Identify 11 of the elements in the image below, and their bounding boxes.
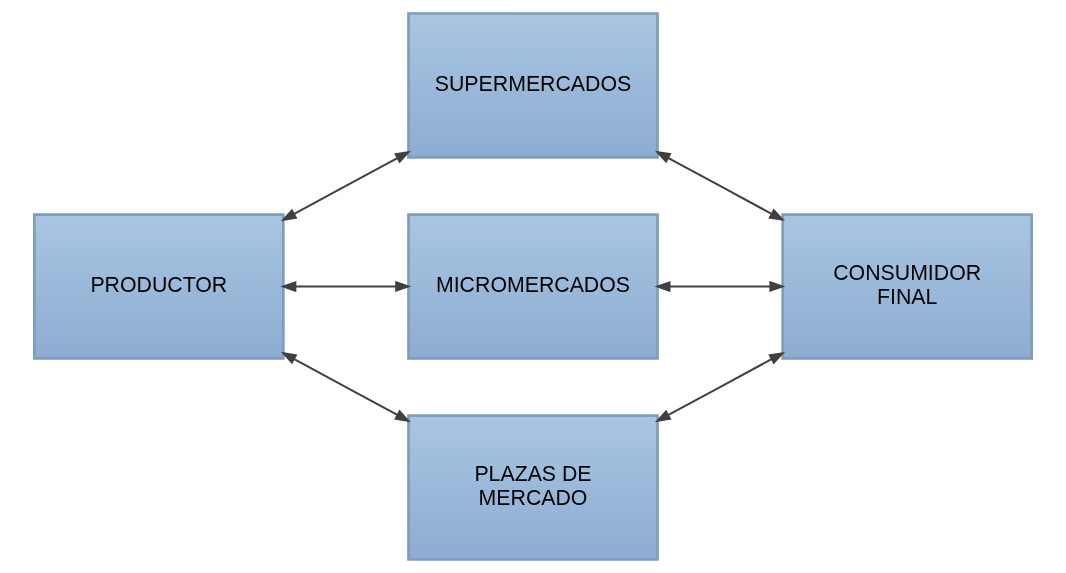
node-box: MICROMERCADOS: [407, 213, 659, 360]
node-box: CONSUMIDOR FINAL: [781, 213, 1033, 360]
arrow: [654, 150, 785, 222]
arrow: [280, 351, 411, 423]
node-box: PRODUCTOR: [33, 213, 285, 360]
node-box: SUPERMERCADOS: [407, 12, 659, 159]
arrow: [280, 280, 412, 293]
arrow: [654, 351, 785, 423]
arrow: [280, 150, 411, 222]
arrow: [654, 280, 786, 293]
node-box: PLAZAS DE MERCADO: [407, 414, 659, 561]
